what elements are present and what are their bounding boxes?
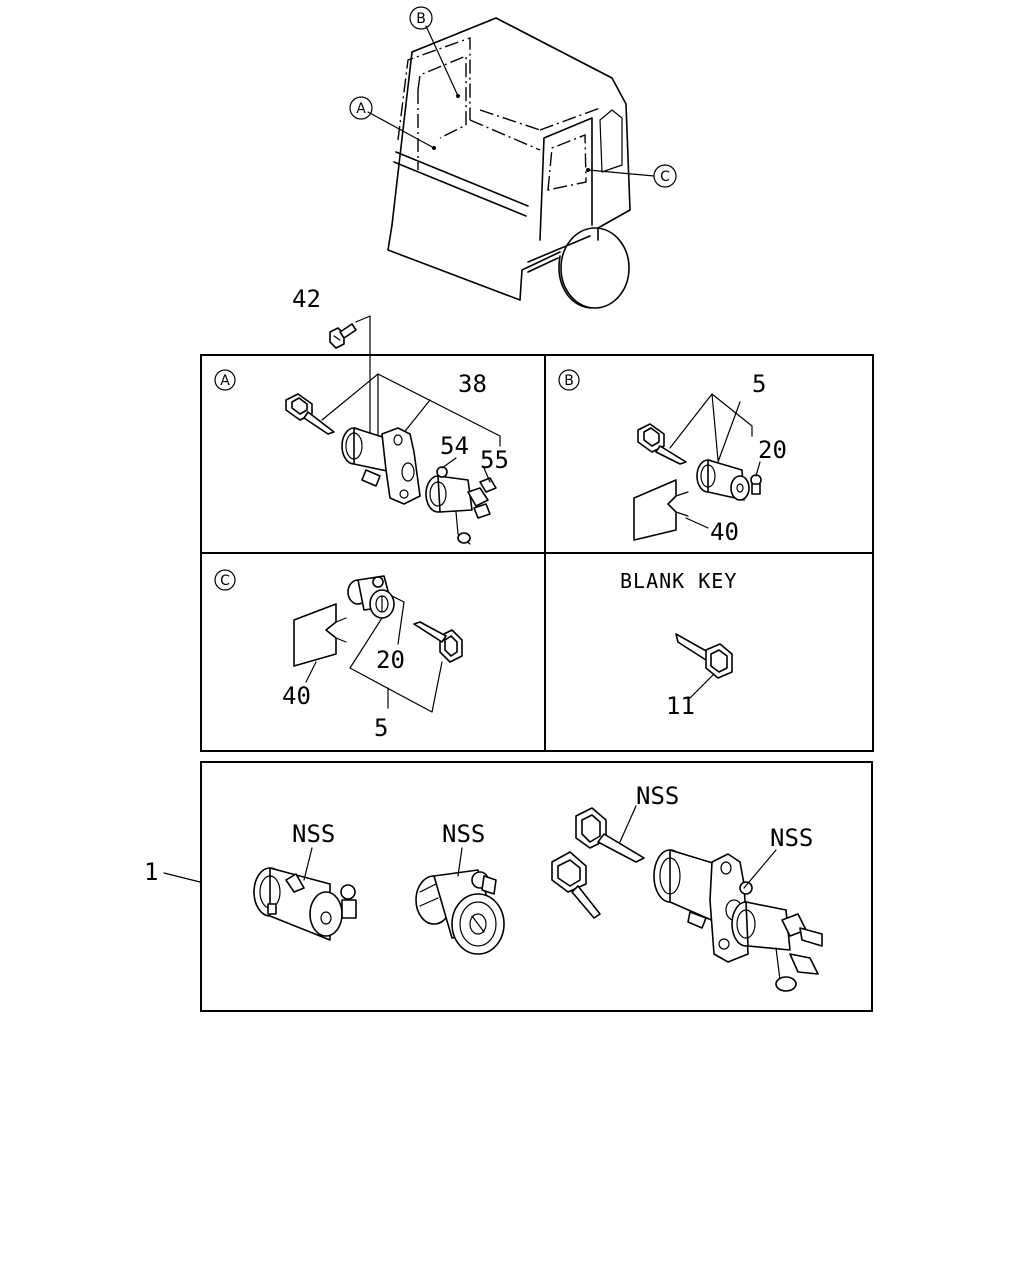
part-40-label-c: 40	[282, 682, 311, 710]
kit-nss-label-3: NSS	[636, 782, 679, 810]
panel-a: A	[214, 369, 501, 545]
part-5-label-c: 5	[374, 714, 388, 742]
blank-key-title: BLANK KEY	[620, 569, 737, 593]
panel-blank-key	[675, 633, 733, 699]
part-1-label: 1	[144, 858, 158, 886]
kit-keys	[551, 805, 645, 919]
part-40-label-b: 40	[710, 518, 739, 546]
part-20-label-c: 20	[376, 646, 405, 674]
bolt-42	[329, 315, 371, 463]
part-5-label-b: 5	[752, 370, 766, 398]
part-55-label: 55	[480, 446, 509, 474]
part-38-label: 38	[458, 370, 487, 398]
part-42-label: 42	[292, 285, 321, 313]
kit-cylinder-1	[253, 847, 357, 941]
callout-b-circle: B	[409, 6, 433, 30]
part-11-label: 11	[666, 692, 695, 720]
svg-text:A: A	[356, 101, 366, 117]
kit-nss-label-2: NSS	[442, 820, 485, 848]
kit-ignition-lock-assembly	[653, 849, 823, 992]
kit-cylinder-2	[415, 847, 505, 955]
truck-cab-illustration	[367, 17, 655, 309]
svg-text:B: B	[416, 11, 426, 27]
panel-c: C	[214, 569, 463, 713]
part-54-label: 54	[440, 432, 469, 460]
callout-a-circle: A	[349, 96, 373, 120]
svg-text:C: C	[660, 169, 670, 185]
panel-b: B	[558, 369, 762, 541]
svg-text:C: C	[220, 573, 230, 589]
part-20-label-b: 20	[758, 436, 787, 464]
kit-nss-label-4: NSS	[770, 824, 813, 852]
kit-nss-label-1: NSS	[292, 820, 335, 848]
svg-text:B: B	[564, 373, 574, 389]
svg-text:A: A	[220, 373, 230, 389]
kit-panel-frame	[200, 761, 873, 1012]
callout-c-circle: C	[653, 164, 677, 188]
